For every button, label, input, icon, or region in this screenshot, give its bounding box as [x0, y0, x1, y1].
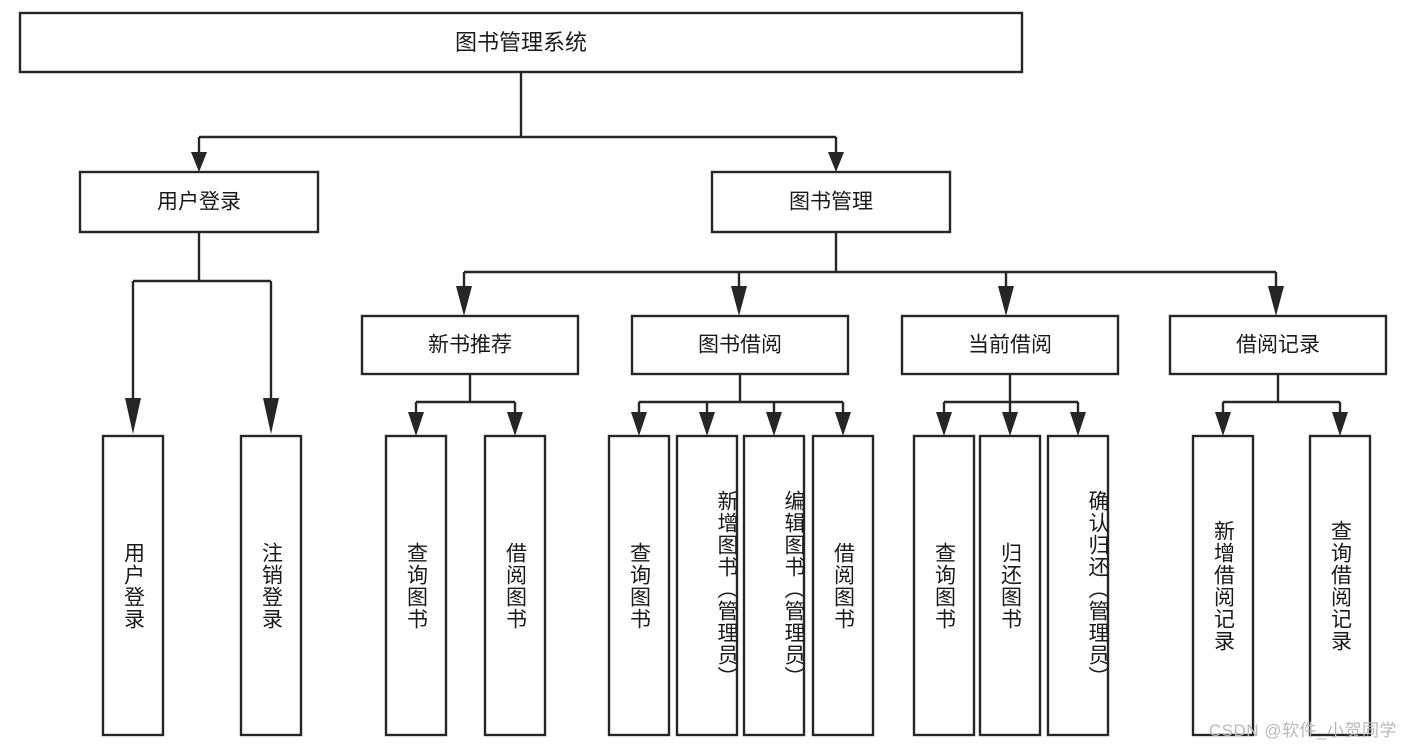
- arrowhead-new-book-recommend: [456, 286, 472, 316]
- node-current-borrow-box[interactable]: [900, 314, 1120, 376]
- node-borrow-record-label: 借阅记录: [1236, 334, 1320, 357]
- leaf-user-login-box[interactable]: [101, 434, 165, 737]
- node-root[interactable]: 图书管理系统: [18, 11, 1024, 74]
- connector-book-management-to-level3: [456, 232, 1284, 316]
- node-user-login[interactable]: 用户登录: [78, 170, 320, 234]
- connector-new-book-recommend-to-leaves: [408, 374, 523, 436]
- node-current-borrow-label: 当前借阅: [968, 334, 1052, 357]
- arrowhead-leaf-query-book-1: [408, 412, 424, 436]
- arrowhead-leaf-query-book-3: [936, 412, 952, 436]
- connector-root-to-level2: [191, 72, 844, 172]
- arrowhead-book-borrow: [731, 286, 747, 316]
- leaf-boxes: [101, 434, 1372, 737]
- connector-user-login-to-leaves: [125, 232, 279, 434]
- leaf-logout-login-box[interactable]: [239, 434, 303, 737]
- csdn-watermark: CSDN @软件_小贺同学: [1208, 721, 1397, 740]
- node-book-management-box[interactable]: [710, 170, 952, 234]
- leaf-return-book-box[interactable]: [978, 434, 1042, 737]
- node-user-login-box[interactable]: [78, 170, 320, 234]
- node-book-borrow-label: 图书借阅: [698, 334, 782, 357]
- leaf-query-book-3-box[interactable]: [912, 434, 976, 737]
- arrowhead-leaf-add-book: [699, 412, 715, 436]
- node-root-label: 图书管理系统: [455, 30, 587, 55]
- node-new-book-recommend-box[interactable]: [360, 314, 580, 376]
- node-new-book-recommend-label: 新书推荐: [428, 334, 512, 357]
- leaf-query-record-box[interactable]: [1308, 434, 1372, 737]
- arrowhead-leaf-add-record: [1215, 412, 1231, 436]
- arrowhead-leaf-user-login: [125, 398, 141, 434]
- arrowhead-leaf-confirm-return: [1070, 412, 1086, 436]
- node-book-management-label: 图书管理: [789, 191, 873, 214]
- node-root-box[interactable]: [18, 11, 1024, 74]
- arrowhead-leaf-logout-login: [263, 398, 279, 434]
- node-book-borrow-box[interactable]: [630, 314, 850, 376]
- arrowhead-leaf-borrow-book-2: [835, 412, 851, 436]
- connector-current-borrow-to-leaves: [936, 374, 1086, 436]
- node-current-borrow[interactable]: 当前借阅: [900, 314, 1120, 376]
- node-book-management[interactable]: 图书管理: [710, 170, 952, 234]
- node-borrow-record-box[interactable]: [1168, 314, 1388, 376]
- arrowhead-borrow-record: [1268, 286, 1284, 316]
- node-book-borrow[interactable]: 图书借阅: [630, 314, 850, 376]
- arrowhead-leaf-borrow-book-1: [507, 412, 523, 436]
- leaf-confirm-return-box[interactable]: [1046, 434, 1110, 737]
- leaf-borrow-book-1-box[interactable]: [483, 434, 547, 737]
- node-user-login-label: 用户登录: [157, 191, 241, 214]
- arrowhead-leaf-edit-book: [766, 412, 782, 436]
- arrowhead-leaf-query-book-2: [631, 412, 647, 436]
- connector-book-borrow-to-leaves: [631, 374, 851, 436]
- leaf-query-book-1-box[interactable]: [384, 434, 448, 737]
- arrowhead-current-borrow: [998, 286, 1014, 316]
- node-new-book-recommend[interactable]: 新书推荐: [360, 314, 580, 376]
- leaf-add-book-box[interactable]: [675, 434, 739, 737]
- leaf-query-book-2-box[interactable]: [607, 434, 671, 737]
- arrowhead-leaf-query-record: [1332, 412, 1348, 436]
- leaf-edit-book-box[interactable]: [742, 434, 806, 737]
- leaf-add-record-box[interactable]: [1191, 434, 1255, 737]
- connector-borrow-record-to-leaves: [1215, 374, 1348, 436]
- arrowhead-user-login: [191, 152, 207, 172]
- arrowhead-leaf-return-book: [1002, 412, 1018, 436]
- arrowhead-book-management: [828, 152, 844, 172]
- leaf-borrow-book-2-box[interactable]: [811, 434, 875, 737]
- node-borrow-record[interactable]: 借阅记录: [1168, 314, 1388, 376]
